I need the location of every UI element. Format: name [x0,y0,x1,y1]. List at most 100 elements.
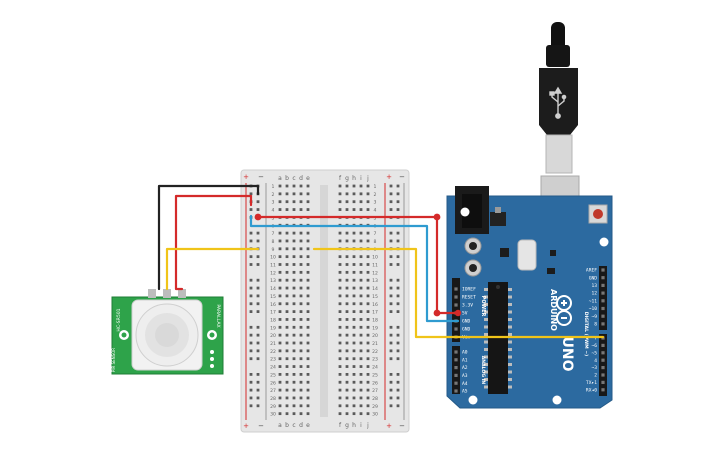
breadboard-hole[interactable] [306,404,310,408]
wire-red-vcc[interactable] [174,194,253,291]
breadboard-hole[interactable] [306,396,310,400]
breadboard-hole[interactable] [359,349,363,353]
header-pin[interactable] [454,366,458,370]
breadboard-hole[interactable] [366,302,370,306]
breadboard-hole[interactable] [359,263,363,266]
breadboard-hole[interactable] [352,200,356,204]
rail-hole[interactable] [249,333,253,337]
breadboard-hole[interactable] [345,302,349,306]
breadboard-hole[interactable] [366,200,370,204]
breadboard-hole[interactable] [285,263,289,266]
breadboard-hole[interactable] [338,357,342,361]
breadboard-hole[interactable] [352,318,356,321]
breadboard-hole[interactable] [345,239,349,243]
rail-hole[interactable] [249,380,253,384]
breadboard-hole[interactable] [359,341,363,345]
breadboard-hole[interactable] [292,270,296,274]
rail-hole[interactable] [256,208,260,211]
rail-hole[interactable] [396,388,400,392]
breadboard-hole[interactable] [299,318,303,321]
breadboard-hole[interactable] [292,357,296,361]
breadboard-hole[interactable] [285,247,289,251]
breadboard-hole[interactable] [299,263,303,266]
breadboard-hole[interactable] [338,380,342,384]
breadboard-hole[interactable] [338,333,342,337]
breadboard-hole[interactable] [338,310,342,313]
breadboard-hole[interactable] [352,373,356,376]
breadboard-hole[interactable] [338,341,342,345]
breadboard-hole[interactable] [359,184,363,188]
breadboard-hole[interactable] [359,357,363,361]
breadboard-hole[interactable] [285,333,289,337]
rail-hole[interactable] [389,239,393,243]
breadboard-hole[interactable] [299,388,303,392]
breadboard-hole[interactable] [366,333,370,337]
breadboard-hole[interactable] [278,270,282,274]
rail-hole[interactable] [256,388,260,392]
rail-hole[interactable] [389,349,393,353]
breadboard-hole[interactable] [352,357,356,361]
breadboard-hole[interactable] [338,412,342,416]
breadboard-hole[interactable] [299,270,303,274]
breadboard-hole[interactable] [278,231,282,235]
rail-hole[interactable] [389,192,393,196]
rail-hole[interactable] [249,302,253,306]
breadboard-hole[interactable] [292,349,296,353]
breadboard-hole[interactable] [366,404,370,408]
breadboard-hole[interactable] [359,373,363,376]
breadboard-hole[interactable] [338,294,342,298]
breadboard-hole[interactable] [359,294,363,298]
breadboard-hole[interactable] [292,184,296,188]
breadboard-hole[interactable] [359,286,363,290]
breadboard-hole[interactable] [292,333,296,337]
breadboard-hole[interactable] [285,294,289,298]
rail-hole[interactable] [249,349,253,353]
breadboard-hole[interactable] [292,388,296,392]
rail-hole[interactable] [389,294,393,298]
breadboard-hole[interactable] [338,373,342,376]
rail-hole[interactable] [396,286,400,290]
rail-hole[interactable] [256,239,260,243]
breadboard-hole[interactable] [338,286,342,290]
breadboard-hole[interactable] [366,239,370,243]
rail-hole[interactable] [256,278,260,282]
rail-hole[interactable] [389,184,393,188]
wire-red-5v[interactable] [256,215,460,315]
rail-hole[interactable] [256,333,260,337]
breadboard-hole[interactable] [366,255,370,259]
breadboard-hole[interactable] [306,357,310,361]
breadboard-hole[interactable] [345,365,349,368]
breadboard-hole[interactable] [292,380,296,384]
usb-cable[interactable] [539,22,580,221]
breadboard-hole[interactable] [345,255,349,259]
breadboard-hole[interactable] [359,208,363,211]
breadboard-hole[interactable] [299,380,303,384]
breadboard-hole[interactable] [359,412,363,416]
rail-hole[interactable] [396,349,400,353]
header-pin[interactable] [454,350,458,354]
breadboard-hole[interactable] [306,184,310,188]
rail-hole[interactable] [256,255,260,259]
rail-hole[interactable] [389,255,393,259]
breadboard-hole[interactable] [278,396,282,400]
breadboard-hole[interactable] [278,278,282,282]
breadboard-hole[interactable] [352,231,356,235]
breadboard-hole[interactable] [345,310,349,313]
breadboard-hole[interactable] [278,294,282,298]
rail-hole[interactable] [396,294,400,298]
breadboard-hole[interactable] [285,208,289,211]
breadboard-hole[interactable] [299,412,303,416]
breadboard-hole[interactable] [299,231,303,235]
breadboard-hole[interactable] [306,388,310,392]
rail-hole[interactable] [396,200,400,204]
breadboard-hole[interactable] [278,263,282,266]
breadboard-hole[interactable] [345,380,349,384]
breadboard-hole[interactable] [306,325,310,329]
breadboard-hole[interactable] [345,208,349,211]
breadboard-hole[interactable] [366,318,370,321]
rail-hole[interactable] [389,404,393,408]
rail-hole[interactable] [256,396,260,400]
breadboard-hole[interactable] [359,310,363,313]
breadboard-hole[interactable] [292,302,296,306]
breadboard-hole[interactable] [345,357,349,361]
